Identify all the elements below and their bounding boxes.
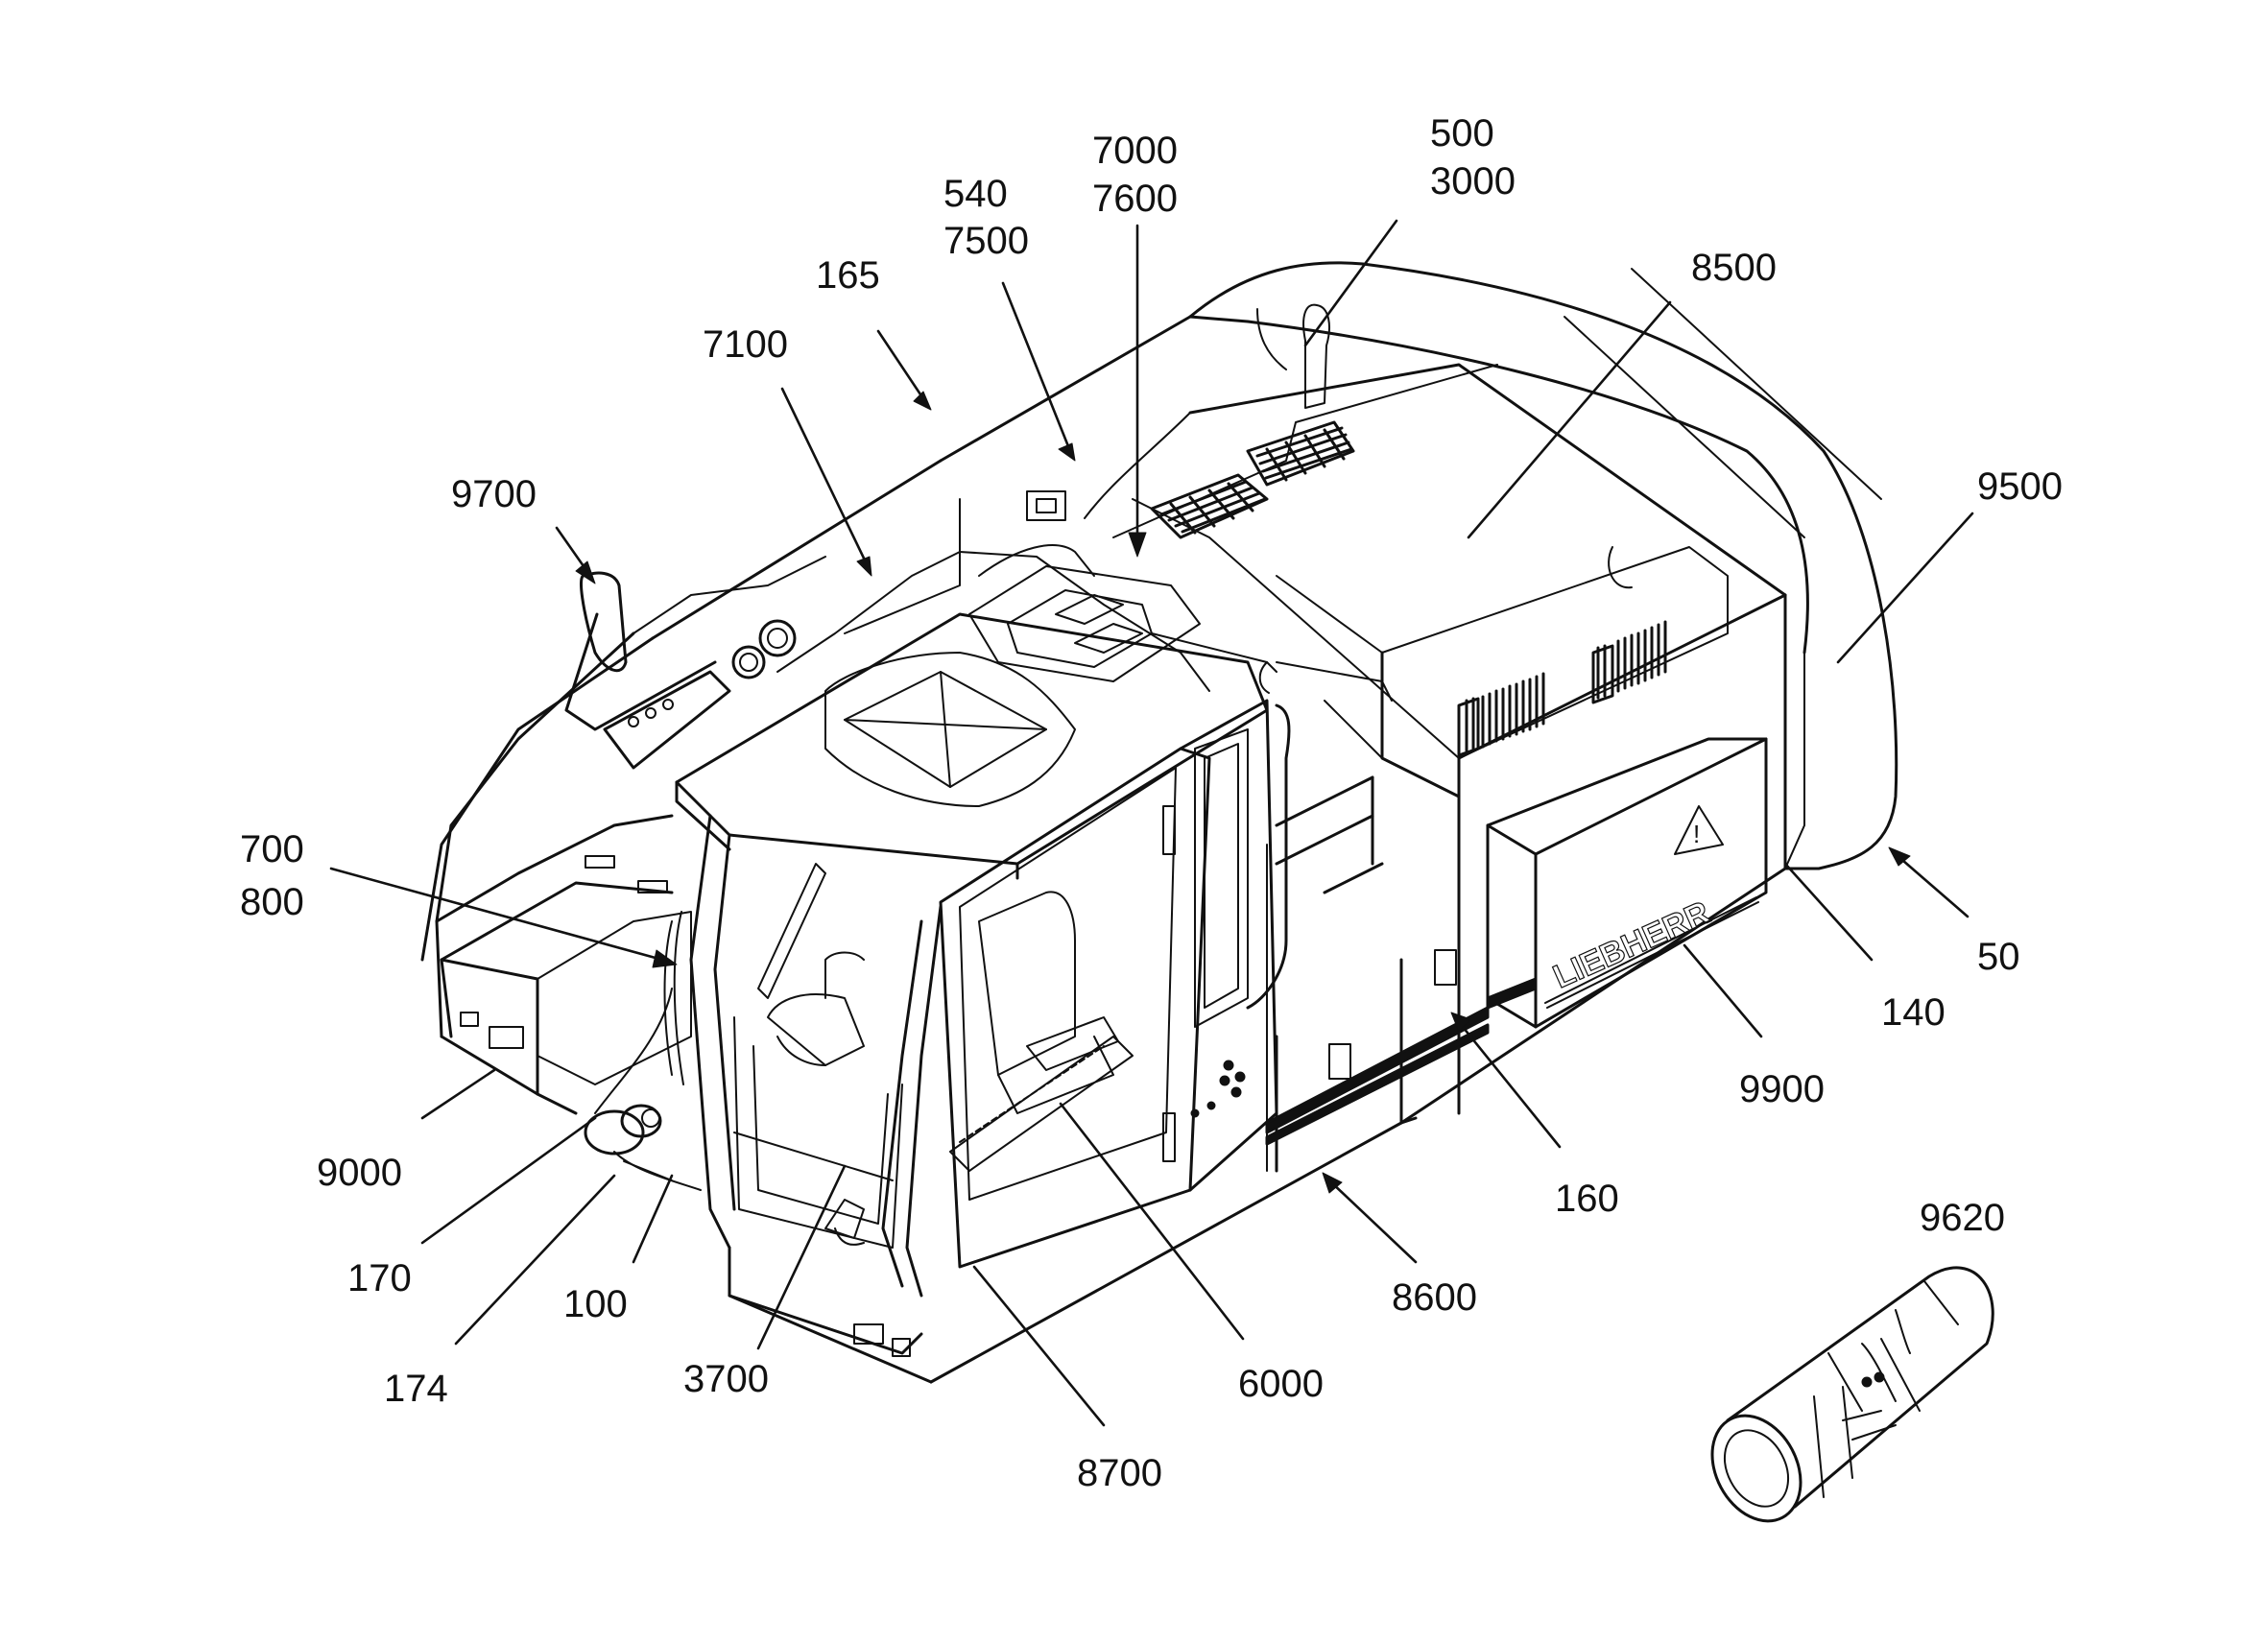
left-front-structure (435, 631, 702, 1191)
callout-800: 800 (240, 881, 304, 923)
callout-174: 174 (384, 1368, 448, 1410)
callout-50: 50 (1977, 936, 2020, 978)
callout-8600: 8600 (1392, 1276, 1477, 1319)
callout-9700: 9700 (451, 473, 537, 515)
callout-540: 540 (943, 173, 1008, 215)
callout-170: 170 (347, 1257, 412, 1299)
hood-vent-grids (1150, 420, 1355, 539)
callout-700: 700 (240, 828, 304, 870)
tool-roll (1710, 1266, 1994, 1523)
callout-3700: 3700 (683, 1358, 769, 1400)
callout-6000: 6000 (1238, 1363, 1324, 1405)
leader-lines (329, 219, 1974, 1427)
callout-9500: 9500 (1977, 465, 2063, 508)
callout-9900: 9900 (1739, 1068, 1825, 1110)
side-decal-stripes (1265, 949, 1538, 1146)
callout-160: 160 (1555, 1178, 1619, 1220)
side-vent-louvers (1457, 620, 1667, 757)
callout-165: 165 (816, 254, 880, 297)
callout-7000: 7000 (1092, 130, 1178, 172)
callout-8700: 8700 (1077, 1452, 1162, 1494)
right-body-panels (1275, 775, 1403, 1173)
hydraulic-tank-top (633, 490, 1210, 692)
callout-9620: 9620 (1920, 1197, 2005, 1239)
svg-text:!: ! (1693, 820, 1700, 848)
operator-cab (675, 544, 1393, 1384)
rear-view-mirror (564, 571, 731, 770)
upper-body-shell (420, 268, 1882, 1384)
callout-100: 100 (563, 1283, 628, 1325)
callout-8500: 8500 (1691, 247, 1777, 289)
callout-140: 140 (1881, 991, 1946, 1034)
callout-7500: 7500 (943, 220, 1029, 262)
callout-labels: 9700 7100 165 540 7500 7000 7600 500 300… (240, 112, 2063, 1494)
callout-7600: 7600 (1092, 178, 1178, 220)
brand-logo: LIEBHERR (1548, 894, 1715, 995)
callout-9000: 9000 (317, 1152, 402, 1194)
callout-3000: 3000 (1430, 160, 1516, 203)
counterweight (1188, 261, 1898, 870)
callout-7100: 7100 (703, 323, 788, 366)
callout-500: 500 (1430, 112, 1494, 155)
